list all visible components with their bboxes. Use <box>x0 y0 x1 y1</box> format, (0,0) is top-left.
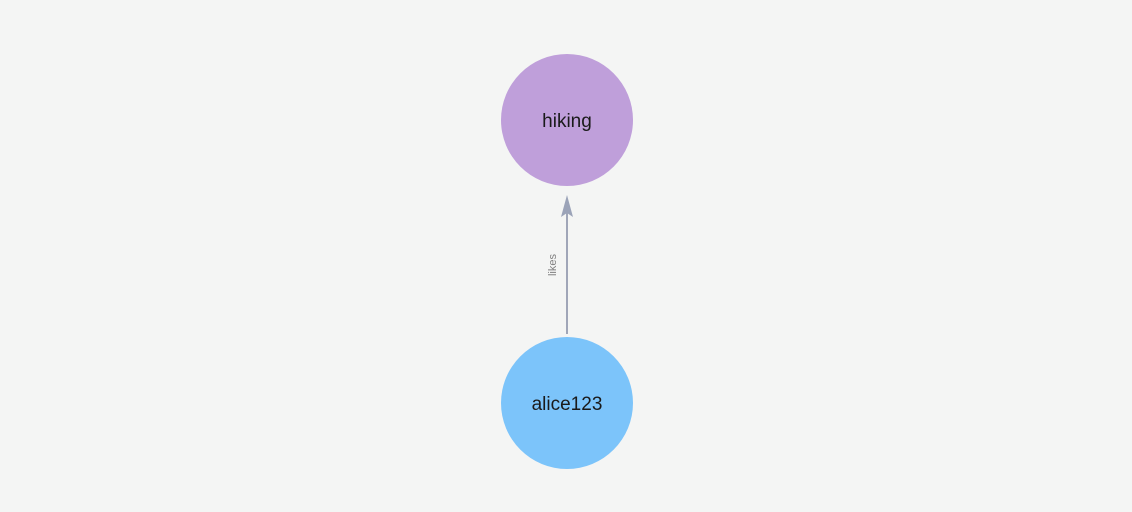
graph-node-alice123[interactable]: alice123 <box>501 337 633 469</box>
edge-label-likes: likes <box>547 254 559 277</box>
node-label-hiking: hiking <box>542 111 592 132</box>
graph-edge-likes[interactable]: likes <box>547 195 573 334</box>
node-circle-alice123[interactable] <box>501 337 633 469</box>
node-label-alice123: alice123 <box>532 394 603 415</box>
edge-arrowhead-icon <box>561 195 573 217</box>
node-circle-hiking[interactable] <box>501 54 633 186</box>
graph-node-hiking[interactable]: hiking <box>501 54 633 186</box>
